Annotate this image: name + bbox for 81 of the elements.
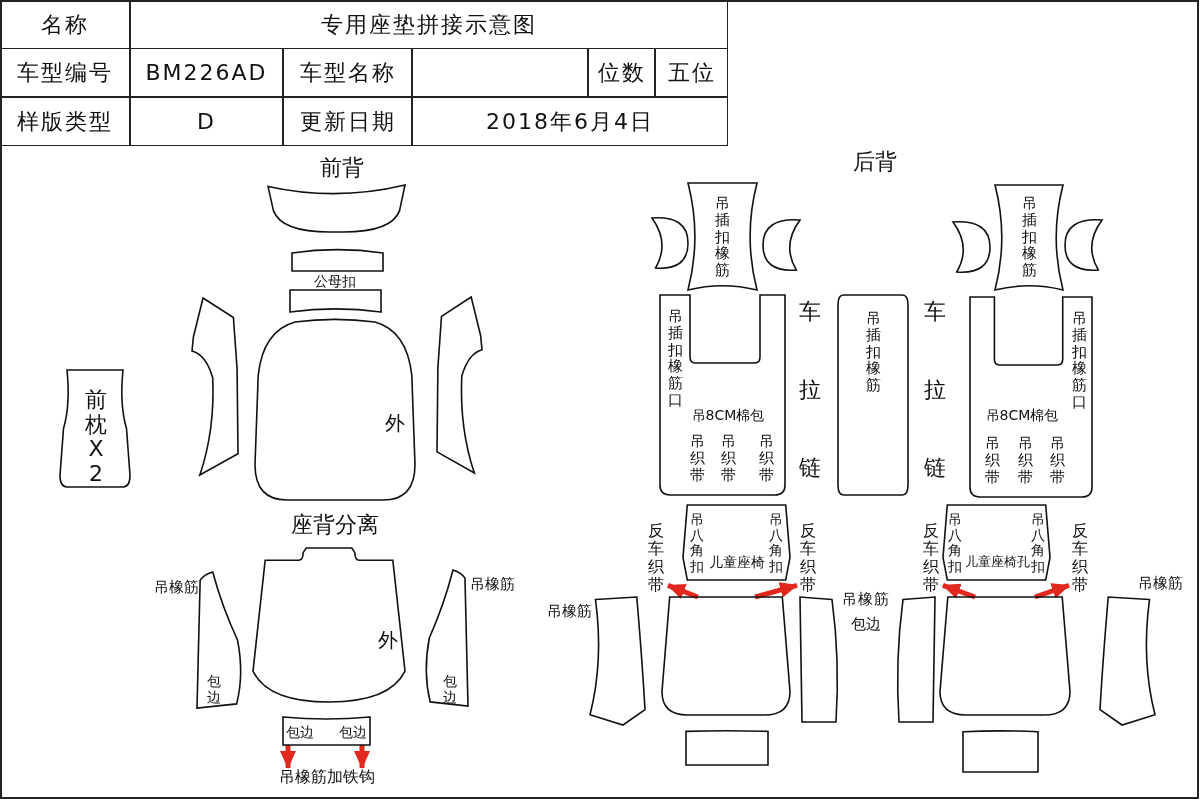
note-text: 反车织带 (799, 522, 817, 594)
piece-label: 包边 (286, 723, 314, 741)
table-cell: 样版类型 (0, 97, 130, 146)
pattern-piece (895, 597, 935, 722)
note-text: 吊橡筋 (546, 603, 592, 621)
pattern-piece (763, 220, 800, 270)
pattern-piece (253, 548, 405, 702)
pattern-piece (800, 597, 840, 722)
pattern-piece (437, 297, 482, 473)
pattern-piece (290, 290, 381, 312)
table-cell: D (130, 97, 283, 146)
pattern-piece (652, 218, 688, 268)
piece-label: 吊织带 (719, 432, 737, 484)
pattern-piece (943, 505, 1050, 580)
pattern-piece (838, 295, 908, 495)
piece-label: 吊织带 (757, 432, 775, 484)
piece-label: 外 (378, 628, 398, 652)
piece-label: 吊八角扣 (947, 511, 963, 575)
piece-label: 吊织带 (983, 434, 1001, 486)
piece-label: 前枕X2 (84, 387, 108, 487)
section-heading: 后背 (853, 149, 897, 175)
piece-label: 吊八角扣 (768, 511, 784, 575)
pattern-piece (192, 298, 238, 475)
note-text: 反车织带 (647, 522, 665, 594)
pattern-piece (970, 297, 1092, 497)
piece-label: 吊八角扣 (1030, 511, 1046, 575)
arrow (942, 583, 976, 600)
table-cell: 位数 (588, 48, 655, 97)
pattern-piece (60, 370, 130, 487)
note-text: 吊橡筋 (469, 576, 515, 594)
piece-label: 吊织带 (1048, 434, 1066, 486)
pattern-piece (963, 730, 1038, 772)
table-cell: 2018年6月4日 (412, 97, 728, 146)
note-text: 包边 (851, 616, 881, 634)
arrow (280, 745, 296, 769)
piece-label: 包边 (442, 674, 458, 706)
pattern-piece (683, 505, 790, 580)
table-cell: 五位 (655, 48, 728, 97)
pattern-piece (688, 183, 757, 290)
piece-label: 儿童座椅孔 (964, 554, 1030, 570)
pattern-piece (268, 185, 405, 232)
pattern-piece (292, 248, 383, 271)
pattern-piece (686, 730, 768, 765)
note-text: 反车织带 (1071, 522, 1089, 594)
piece-label: 外 (385, 411, 405, 435)
pattern-piece (1065, 220, 1102, 270)
table-cell: 车型编号 (0, 48, 130, 97)
note-text: 反车织带 (922, 522, 940, 594)
piece-label: 吊8CM棉包 (691, 406, 765, 424)
piece-label: 吊织带 (688, 432, 706, 484)
pattern-piece (660, 295, 785, 495)
note-text: 公母扣 (314, 272, 356, 290)
arrow (354, 745, 370, 769)
pattern-piece (953, 222, 990, 272)
piece-label: 吊八角扣 (689, 511, 705, 575)
pattern-piece (662, 597, 790, 715)
pattern-piece (995, 185, 1063, 290)
table-cell: 车型名称 (283, 48, 412, 97)
piece-label: 吊插扣橡筋 (1020, 195, 1038, 279)
piece-label: 吊插扣橡筋 (864, 310, 882, 394)
note-text: 车拉链 (798, 298, 822, 482)
table-cell: BM226AD (130, 48, 283, 97)
note-text: 吊橡筋 (1137, 575, 1183, 593)
table-cell: 更新日期 (283, 97, 412, 146)
note-text: 吊橡筋 (153, 579, 199, 597)
table-cell: 专用座垫拼接示意图 (130, 0, 728, 49)
piece-label: 吊插扣橡筋 (713, 195, 731, 279)
piece-label: 吊插扣橡筋口 (666, 307, 684, 409)
piece-label: 包边 (339, 723, 367, 741)
piece-label: 吊插扣橡筋口 (1070, 309, 1088, 411)
piece-label: 吊织带 (1016, 434, 1034, 486)
note-text: 吊橡筋 (842, 591, 890, 609)
note-text: 吊橡筋加铁钩 (279, 767, 375, 787)
section-heading: 座背分离 (291, 512, 379, 538)
arrow (754, 582, 798, 600)
pattern-piece (283, 717, 370, 745)
piece-label: 儿童座椅 (709, 553, 765, 571)
note-text: 车拉链 (923, 298, 947, 482)
piece-label: 包边 (206, 674, 222, 706)
piece-label: 吊8CM棉包 (985, 406, 1059, 424)
pattern-piece (940, 597, 1070, 715)
